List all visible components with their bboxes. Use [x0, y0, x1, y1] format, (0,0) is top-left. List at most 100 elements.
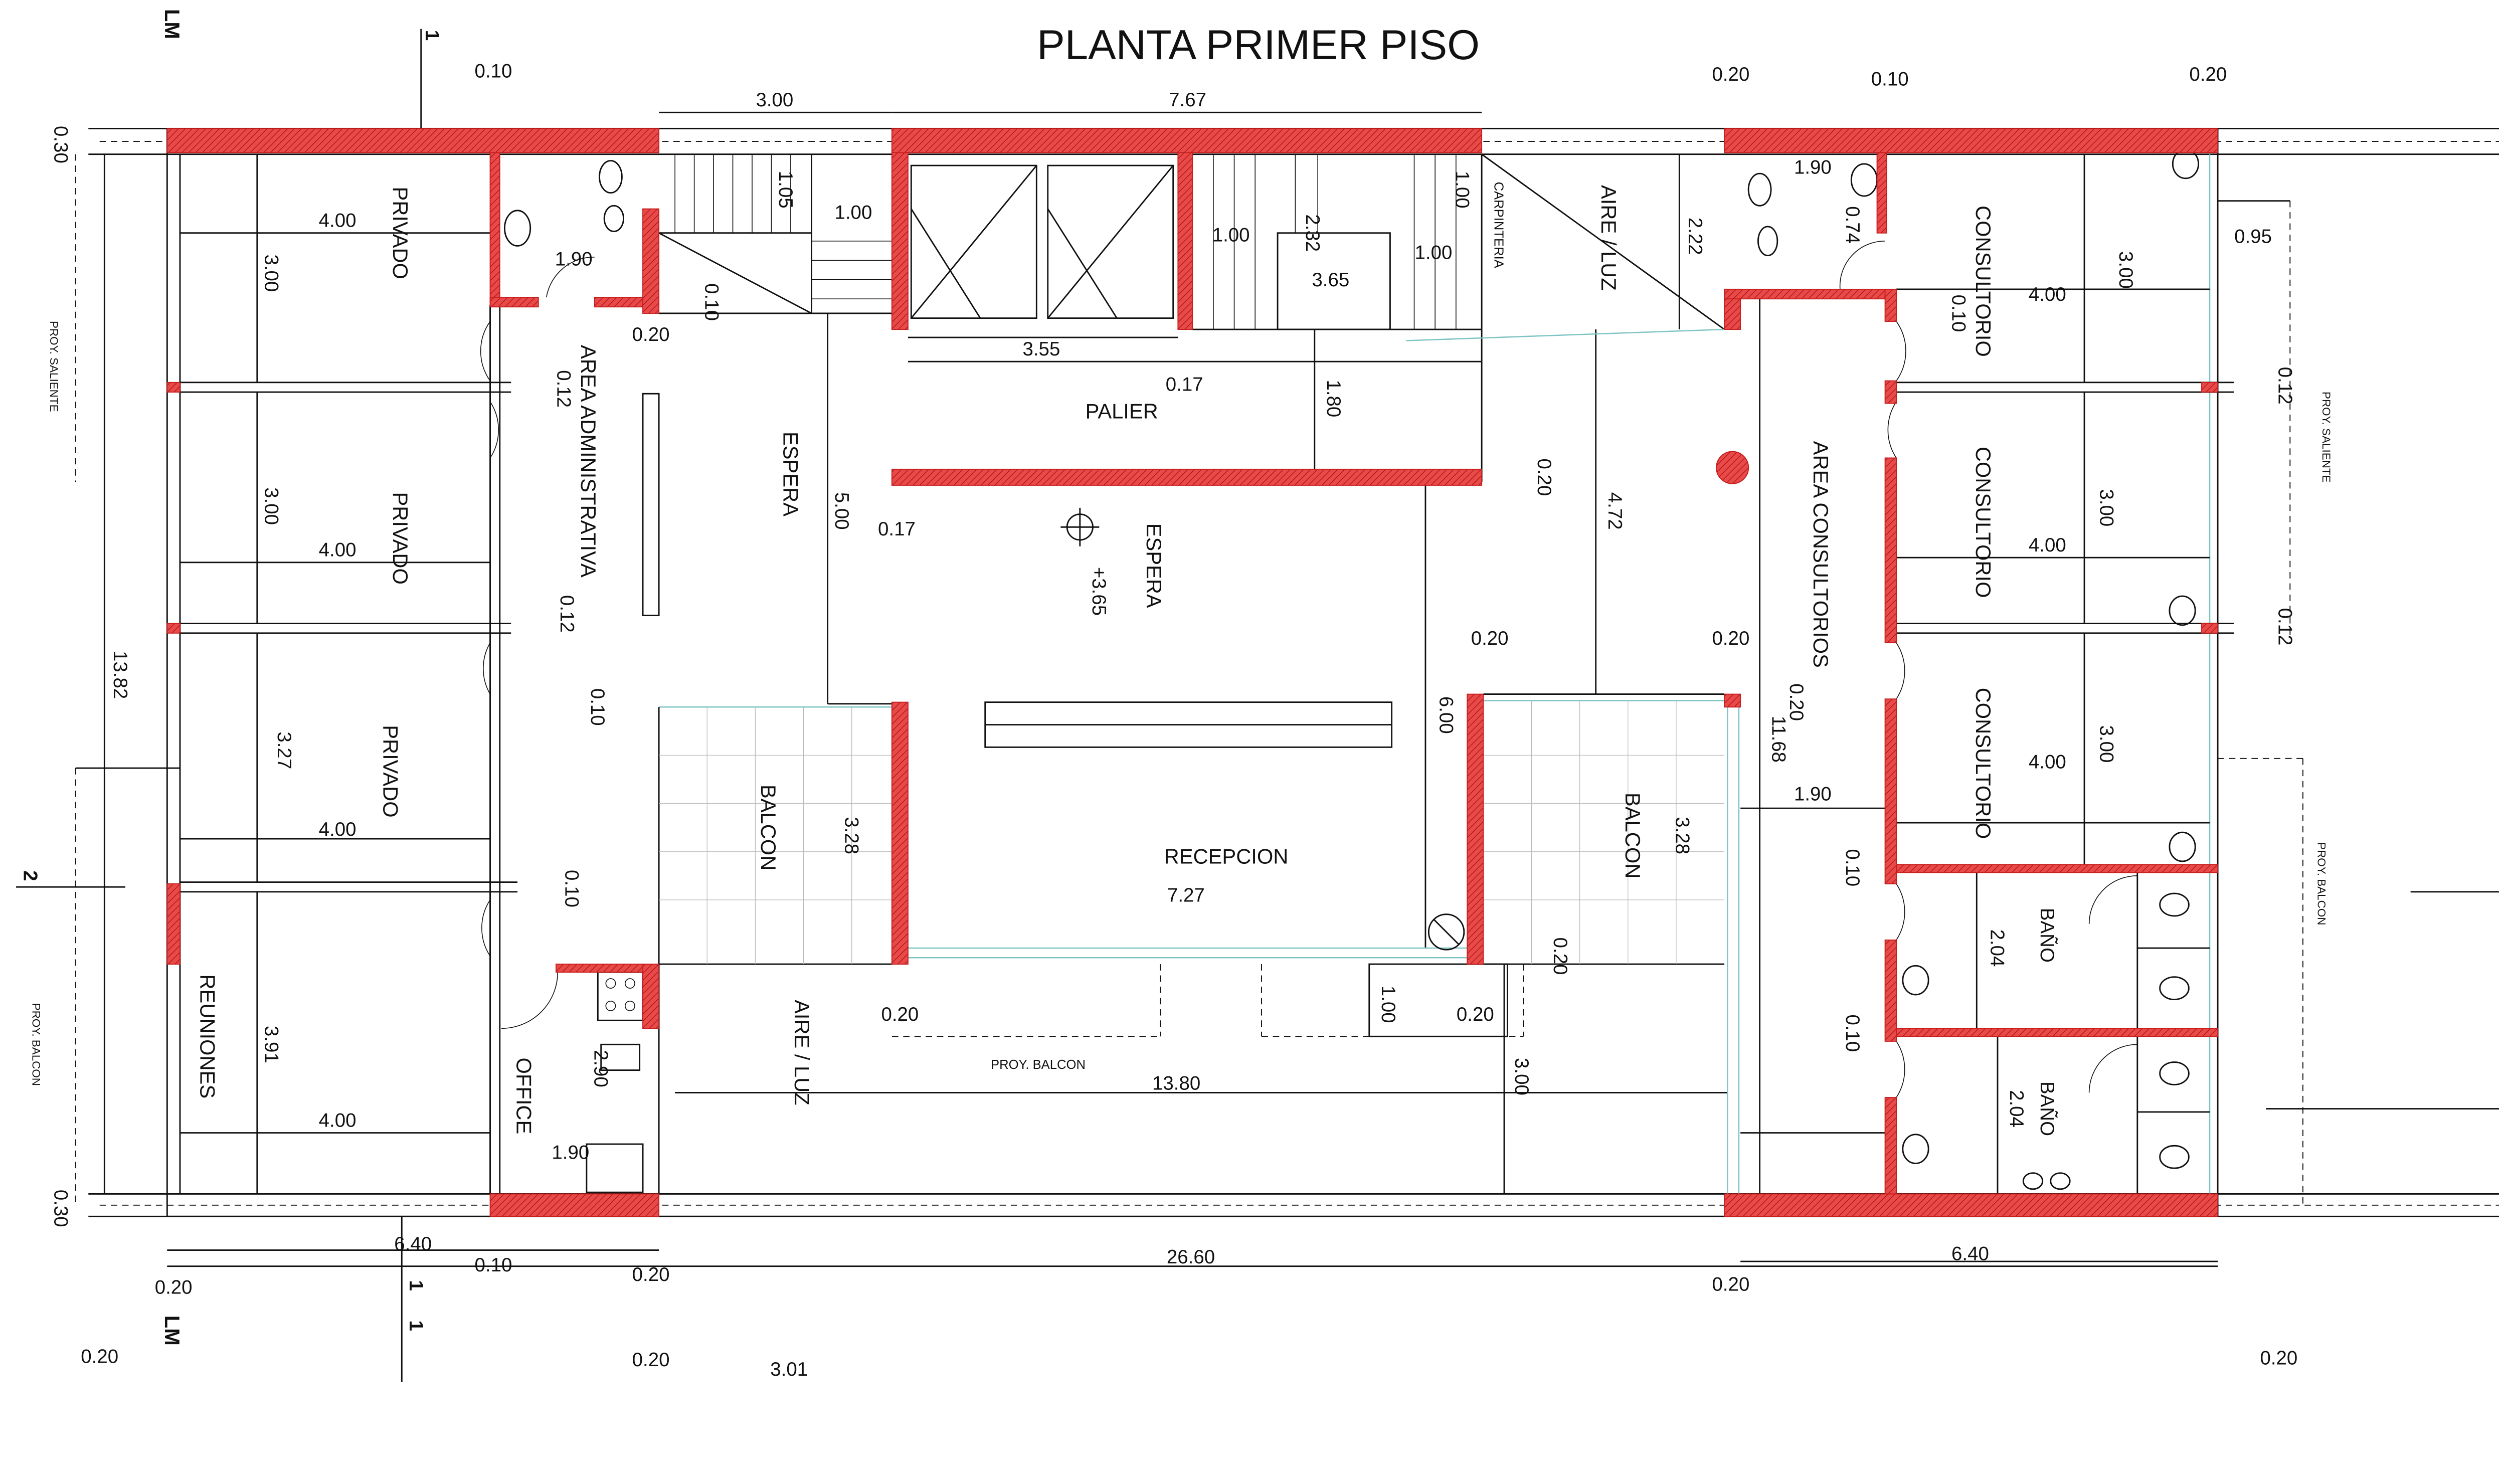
label-recepcion: RECEPCION	[1164, 845, 1289, 868]
dimension-d-020c: 0.20	[632, 324, 670, 345]
dimension-d-010g: 0.10	[1842, 849, 1863, 886]
dimension-p1-w: 4.00	[319, 210, 356, 231]
label-bano-2: BAÑO	[2036, 1081, 2058, 1136]
staircase-left	[658, 154, 892, 705]
dimension-d-010h: 0.10	[1842, 1014, 1863, 1052]
dimension-bot-020f: 0.20	[2260, 1348, 2297, 1369]
dimension-b2-h: 3.28	[1671, 817, 1693, 854]
label-proy-balcon-c: PROY. BALCON	[991, 1058, 1086, 1072]
dimension-d-020j: 0.20	[1785, 683, 1807, 721]
dimension-c1-w: 4.00	[2029, 284, 2066, 305]
dimension-d-030-top: 0.30	[50, 126, 71, 163]
label-proy-balcon-r: PROY. BALCON	[2315, 842, 2327, 925]
dimension-d-012b: 0.12	[556, 595, 578, 633]
label-palier: PALIER	[1086, 400, 1158, 423]
label-bano-1: BAÑO	[2036, 908, 2058, 963]
label-office: OFFICE	[512, 1058, 536, 1135]
dimension-d-010d: 0.10	[587, 688, 608, 726]
walls	[166, 128, 2219, 1217]
label-proy-balcon-l: PROY. BALCON	[30, 1003, 43, 1086]
dimension-d-100c: 1.00	[1415, 242, 1453, 264]
label-consultorio-2: CONSULTORIO	[1972, 447, 1995, 598]
dimension-d-020i: 0.20	[1549, 938, 1571, 975]
dimension-d-top-010: 0.10	[475, 60, 512, 82]
dimension-d-top-020a: 0.20	[1712, 64, 1750, 85]
dimension-d-500: 5.00	[831, 492, 852, 530]
dimension-bot-010: 0.10	[475, 1254, 512, 1276]
dimension-d-301: 3.01	[770, 1359, 808, 1380]
dimension-bot-020a: 0.20	[155, 1277, 193, 1298]
dimension-p3-w: 4.00	[319, 819, 356, 840]
dimension-r-h: 3.91	[260, 1026, 282, 1063]
dimension-d-top-300: 3.00	[756, 89, 793, 111]
dimension-bot-020c: 0.20	[1712, 1273, 1750, 1295]
label-level: +3.65	[1088, 567, 1110, 616]
dimension-bot-020b: 0.20	[632, 1264, 670, 1285]
dimension-d-020h: 0.20	[1457, 1004, 1494, 1025]
dimension-d-017a: 0.17	[878, 518, 916, 540]
dimension-d-100b: 1.00	[1212, 224, 1250, 246]
dimension-d-180: 1.80	[1323, 380, 1344, 417]
label-privado-1: PRIVADO	[389, 187, 412, 279]
label-proy-saliente-l: PROY. SALIENTE	[48, 321, 60, 412]
label-privado-3: PRIVADO	[379, 725, 403, 817]
dimension-c1-h: 3.00	[2115, 251, 2136, 289]
dimension-d-020e: 0.20	[1471, 628, 1509, 649]
dimension-p2-w: 4.00	[319, 539, 356, 561]
label-privado-2: PRIVADO	[389, 492, 412, 585]
label-reuniones: REUNIONES	[196, 974, 219, 1098]
dimension-d-top-010b: 0.10	[1871, 68, 1909, 90]
dimension-p3-h: 3.27	[273, 731, 295, 769]
dimension-d-1168: 11.68	[1768, 716, 1789, 763]
dimension-d-190b: 1.90	[1794, 157, 1832, 178]
label-axis1-top: 1	[421, 30, 443, 41]
label-area-consultorios: AREA CONSULTORIOS	[1809, 441, 1833, 668]
dimension-p1-h: 3.00	[260, 254, 282, 292]
dimension-d-100d: 1.00	[1451, 171, 1473, 209]
dimension-d-010c: 0.10	[701, 283, 723, 321]
plan-title: PLANTA PRIMER PISO	[1037, 22, 1480, 68]
dimension-d-1380: 13.80	[1152, 1073, 1200, 1094]
dimension-off-h: 2.90	[590, 1050, 611, 1087]
dimension-c2-h: 3.00	[2096, 489, 2117, 526]
dimension-d-190a: 1.90	[555, 248, 593, 270]
dimension-d-640b: 6.40	[1951, 1243, 1989, 1264]
dimension-d-365: 3.65	[1312, 269, 1349, 291]
label-aire-luz-2: AIRE / LUZ	[1597, 185, 1621, 291]
dimension-d-600: 6.00	[1435, 696, 1457, 734]
label-carpinteria: CARPINTERIA	[1491, 182, 1505, 269]
labels: PLANTA PRIMER PISOLMLM1112PRIVADOPRIVADO…	[20, 9, 2333, 1380]
dimension-b-204a: 2.04	[1987, 930, 2008, 967]
dimension-d-010f: 0.10	[1948, 295, 1969, 332]
dimension-off-w: 1.90	[552, 1142, 589, 1163]
label-espera-1: ESPERA	[779, 432, 803, 516]
dimension-d-074: 0.74	[1842, 206, 1863, 244]
staircase-right	[1192, 153, 1725, 482]
floor-plan: PLANTA PRIMER PISOLMLM1112PRIVADOPRIVADO…	[16, 9, 2499, 1382]
dimension-c3-w: 4.00	[2029, 752, 2066, 773]
dimension-b1-h: 3.28	[840, 817, 862, 854]
label-axis1-bot-b: 1	[405, 1321, 427, 1331]
dimension-d-1382: 13.82	[109, 651, 131, 699]
label-balcon-1: BALCON	[757, 785, 780, 870]
dimension-d-012a: 0.12	[553, 370, 575, 408]
label-balcon-2: BALCON	[1621, 793, 1645, 878]
dimension-b-204b: 2.04	[2006, 1090, 2027, 1128]
dimension-bot-020d: 0.20	[81, 1346, 118, 1367]
label-espera-2: ESPERA	[1142, 523, 1166, 608]
dimension-d-010e: 0.10	[561, 870, 583, 907]
dimension-d-top-020b: 0.20	[2189, 64, 2227, 85]
label-lm-top: LM	[160, 9, 184, 39]
dimension-c2-w: 4.00	[2029, 534, 2066, 556]
label-area-admin: AREA ADMINISTRATIVA	[577, 345, 600, 578]
elevators	[908, 164, 1482, 362]
dimension-d-232: 2.32	[1302, 214, 1323, 252]
dimension-bot-020e: 0.20	[632, 1349, 670, 1371]
dimension-d-727: 7.27	[1167, 885, 1205, 906]
dimension-c3-h: 3.00	[2096, 725, 2117, 763]
dimension-d-030-bot: 0.30	[50, 1190, 71, 1227]
label-consultorio-3: CONSULTORIO	[1972, 688, 1995, 839]
dimension-d-100e: 1.00	[1377, 986, 1399, 1023]
dimension-d-190c: 1.90	[1794, 784, 1832, 805]
dimension-r-w: 4.00	[319, 1109, 356, 1131]
